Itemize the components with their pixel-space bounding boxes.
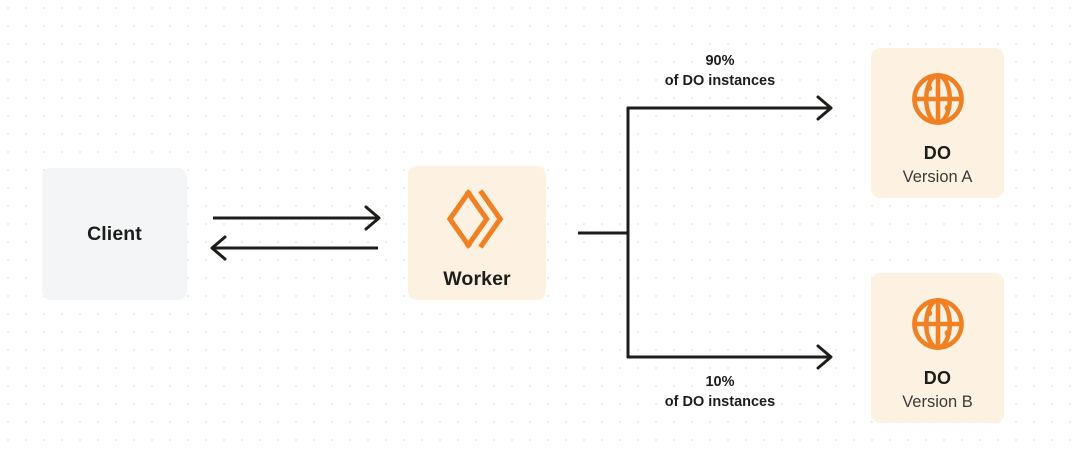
- globe-icon: [909, 70, 967, 128]
- arrow-worker-to-do-a: [627, 95, 833, 121]
- node-do-a-version: Version A: [902, 168, 973, 186]
- edge-label-bottom: 10% of DO instances: [610, 373, 830, 412]
- edge-label-top: 90% of DO instances: [610, 52, 830, 91]
- node-client[interactable]: Client: [42, 168, 187, 300]
- node-worker[interactable]: Worker: [408, 166, 546, 300]
- node-do-version-b[interactable]: DO Version B: [871, 273, 1004, 423]
- edge-label-bottom-description: of DO instances: [664, 393, 776, 410]
- arrow-worker-to-client: [210, 235, 378, 261]
- node-do-b-label: DO: [923, 368, 952, 388]
- node-do-version-a[interactable]: DO Version A: [871, 48, 1004, 198]
- branch-trunk: [578, 107, 630, 358]
- node-do-a-label: DO: [923, 143, 952, 163]
- arrow-client-to-worker: [213, 205, 381, 231]
- node-worker-label: Worker: [443, 268, 511, 290]
- edge-label-top-description: of DO instances: [664, 72, 776, 89]
- edge-label-bottom-percent: 10%: [705, 374, 735, 390]
- arrow-worker-to-do-b: [627, 344, 833, 370]
- cloudflare-workers-icon: [446, 188, 508, 250]
- node-client-label: Client: [87, 222, 142, 245]
- edge-label-top-percent: 90%: [705, 53, 735, 69]
- globe-icon: [909, 295, 967, 353]
- node-do-b-version: Version B: [902, 393, 973, 411]
